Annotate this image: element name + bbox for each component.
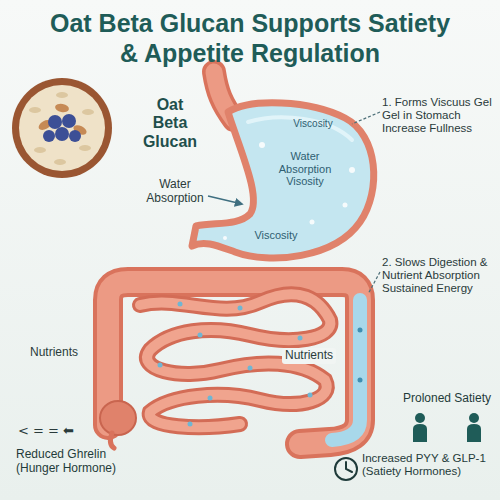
oat-flake [29,107,41,113]
person-icons [413,413,481,442]
nutrient-dot [358,378,363,383]
nutrient-dot [238,306,243,311]
blueberry [48,115,62,129]
bubble [310,220,315,225]
large-intestine-outline [108,282,360,444]
blueberry [69,130,81,142]
nutrient-dots [158,302,363,427]
title: Oat Beta Glucan Supports Satiety & Appet… [44,8,456,68]
ingredient-label: Oat Beta Glucan [138,96,202,151]
gel-bubbles [223,142,355,240]
nutrient-dot [188,422,193,427]
blueberry [55,127,69,141]
nutrient-dot [248,366,253,371]
clock-hands [346,462,352,472]
bubble [223,236,227,240]
gel-label: Viscosity [288,118,338,130]
bubble [349,167,355,173]
leader-line [368,272,380,294]
almond [54,103,69,113]
oatmeal-bowl [12,78,112,178]
oat-flake [79,145,91,151]
gel-shine [248,117,352,140]
nutrient-dot [298,336,303,341]
bowl-rim [12,78,112,178]
clock-face [335,458,357,480]
stomach-gel [192,103,374,258]
hormone-label: Increased PYY & GLP-1 (Satiety Hormones) [362,452,494,478]
nutrient-dot [208,396,213,401]
gel-label: Water Absorption Visosity [272,150,338,188]
oat-flake [34,147,46,153]
large-intestine [108,282,360,444]
callout-text: 2. Slows Digestion & Nutrient Absorption… [382,256,496,296]
hormone-label: Reduced Ghrelin (Hunger Hormone) [16,448,134,476]
oat-flakes [29,92,94,165]
person-body [413,424,427,442]
nutrient-label: Nutrients [30,346,90,360]
oat-flake [56,92,68,98]
nutrient-dot [158,363,163,368]
oat-flake [82,109,94,115]
bubble [343,203,348,208]
nutrient-dot [358,328,363,333]
bubble [259,142,265,148]
person-head [415,413,425,423]
blueberry [62,114,76,128]
nutrient-dot [308,393,313,398]
absorption-arrow [208,196,242,204]
nutrient-dot [198,333,203,338]
oat-flake [54,159,66,165]
appendix [110,433,114,448]
callout-text: 1. Forms Viscuus Gel Gel in Stomach Incr… [382,96,496,136]
nutrient-dot [178,302,183,307]
oatmeal [19,85,105,171]
process-label: Water Absorption [144,178,206,206]
leader-line [352,112,380,124]
gel-label: Viscosity [250,229,302,242]
blueberry [43,130,55,142]
arrow-symbols: < = = ⬅ [18,424,98,439]
nutrient-label: Nutrients [282,348,336,364]
person-head [469,413,479,423]
person-body [467,424,481,442]
blueberries [43,114,81,142]
effect-label: Proloned Satiety [400,392,494,406]
caecum [100,401,136,435]
clock-icon [335,458,357,480]
